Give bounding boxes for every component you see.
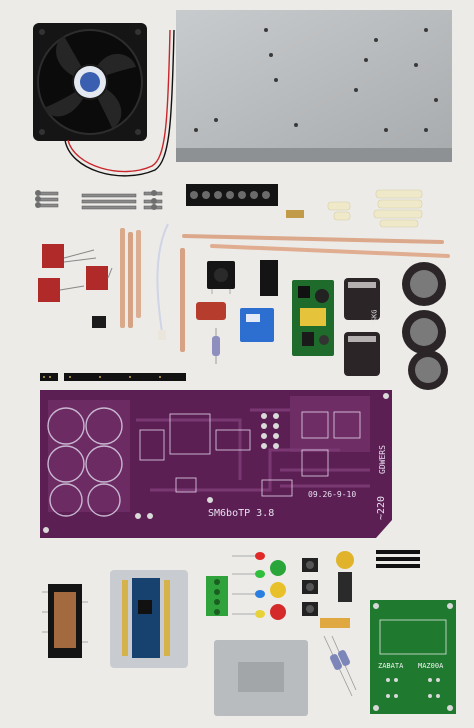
pcb-date-label: 09.26-9-10: [308, 490, 357, 499]
push-button-red: [270, 604, 286, 620]
power-supply-module: [292, 280, 334, 356]
screws-group: [34, 188, 174, 214]
display-pcb: ZABATA MAZ00A: [370, 600, 456, 714]
potentiometer: [334, 548, 356, 608]
fan-wires: [64, 29, 175, 177]
pin-header-long: [40, 366, 186, 381]
screw-terminal-block: [186, 182, 278, 208]
resistor: [212, 328, 220, 364]
push-button-yellow: [270, 582, 286, 598]
thermal-sensor-wire: [156, 223, 169, 340]
resistors: [320, 618, 357, 697]
long-sleeves: [182, 234, 450, 258]
nylon-standoffs: [320, 184, 430, 230]
display-pcb-left-label: ZABATA: [378, 662, 404, 670]
film-capacitors: [34, 238, 114, 304]
pcb-version-label: SM6boTP 3.8: [208, 508, 275, 519]
pcb-mains-label: ~220: [376, 495, 387, 520]
electrolytic-capacitors: YSKG: [336, 262, 450, 392]
pcb-side-label: GDWERS: [378, 445, 387, 474]
aluminium-heatsink: [176, 10, 452, 162]
display-pcb-right-label: MAZ00A: [418, 662, 444, 670]
heat-shrink-tubes: [116, 226, 146, 330]
leds: [232, 552, 265, 618]
power-module: [42, 582, 88, 660]
ceramic-capacitor: [196, 302, 226, 320]
tactile-switches: [300, 556, 320, 618]
green-terminal-blocks: [206, 576, 228, 616]
relay: [240, 308, 274, 342]
capacitor-brand-label: YSKG: [370, 309, 379, 327]
pin-headers-short: [376, 548, 420, 570]
thin-tube: [180, 248, 185, 352]
anti-static-bag: [214, 640, 308, 716]
bridge-rectifier: [206, 260, 236, 294]
dip-ic: [92, 316, 106, 328]
microcontroller-board: [110, 570, 188, 668]
mosfet: [260, 260, 278, 296]
main-pcb: SM6boTP 3.8 ~220 GDWERS 09.26-9-10: [40, 390, 392, 538]
brass-standoff: [286, 210, 304, 218]
push-button-green: [270, 560, 286, 576]
cooling-fan: [32, 22, 148, 142]
